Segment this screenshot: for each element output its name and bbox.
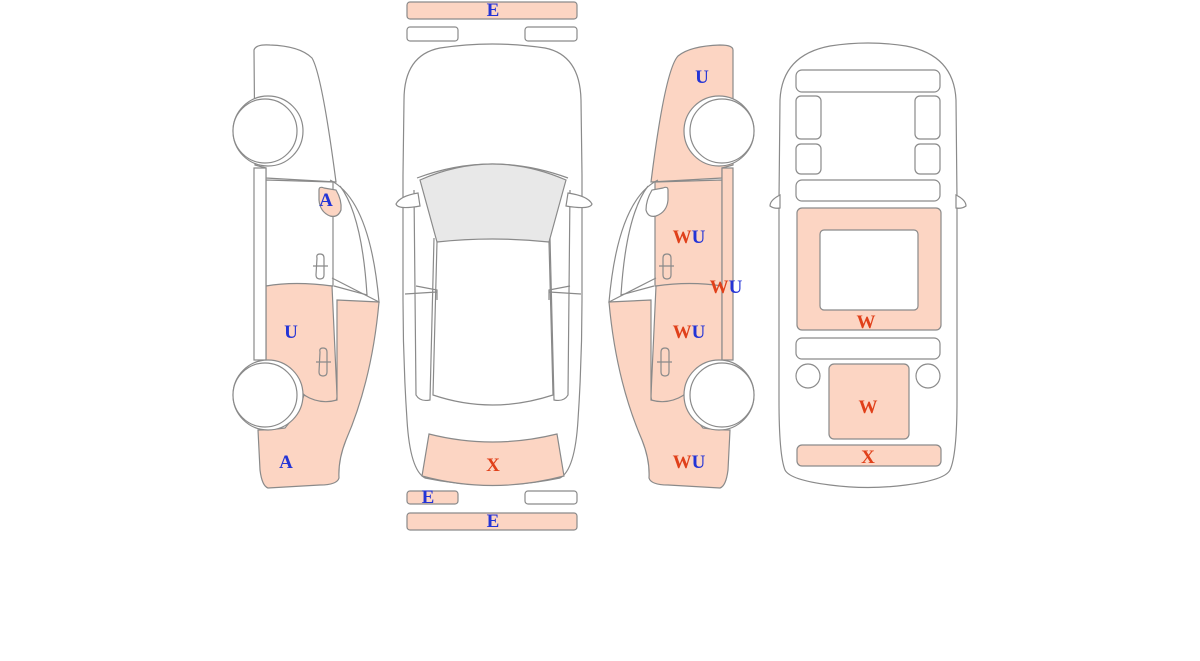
- label-right-rear-quarter: WU: [673, 452, 706, 473]
- damage-code-e: E: [487, 0, 500, 21]
- label-left-rear-quarter: A: [279, 452, 293, 473]
- label-right-front-fender: U: [695, 67, 709, 88]
- damage-code-w: W: [710, 277, 729, 298]
- damage-code-u: U: [729, 277, 743, 298]
- damage-code-e: E: [487, 511, 500, 532]
- left-mirror-top: [395, 192, 421, 209]
- label-left-mirror: A: [319, 190, 333, 211]
- damage-labels: E A U A X E E U WU WU WU WU W W X: [279, 0, 877, 532]
- label-front-bumper-top: E: [487, 0, 500, 21]
- rear-right-speaker: [915, 363, 941, 389]
- left-window-frame: [329, 179, 380, 304]
- damage-code-x: X: [486, 455, 500, 476]
- damage-code-u: U: [695, 67, 709, 88]
- label-right-front-door: WU: [673, 227, 706, 248]
- label-left-rear-door: U: [284, 322, 298, 343]
- right-side-view: [608, 44, 755, 489]
- label-rear-light-left: E: [422, 487, 435, 508]
- trunk-lid: [421, 433, 565, 487]
- right-window-frame: [608, 179, 659, 304]
- label-interior-rear-seat: W: [859, 397, 878, 418]
- left-sill: [253, 167, 267, 361]
- right-mirror-shape: [645, 186, 669, 217]
- left-rear-wheel: [232, 362, 298, 428]
- rear-seat: [828, 363, 910, 440]
- right-side-strip: [549, 189, 571, 402]
- right-mirror-top: [565, 192, 593, 209]
- rear-left-speaker: [795, 363, 821, 389]
- interior-view: [769, 42, 967, 489]
- front-light-right: [524, 26, 578, 42]
- front-right-seat: [914, 95, 941, 140]
- windshield: [419, 163, 567, 243]
- left-rear-handle: [316, 347, 331, 377]
- label-interior-center: W: [857, 312, 876, 333]
- label-right-b-pillar: WU: [710, 277, 743, 298]
- roof: [432, 241, 554, 406]
- cargo-area: [796, 444, 942, 467]
- left-front-wheel: [232, 98, 298, 164]
- interior-divider: [795, 179, 941, 202]
- rear-light-left-shape: [406, 490, 459, 505]
- damage-code-w: W: [857, 312, 876, 333]
- right-sill: [721, 167, 734, 361]
- front-left-seat: [795, 95, 822, 140]
- damage-code-a: A: [279, 452, 293, 473]
- damage-code-u: U: [284, 322, 298, 343]
- left-pillar-top: [404, 285, 438, 300]
- rear-seat-back: [795, 337, 941, 360]
- left-side-strip: [413, 189, 435, 402]
- damage-code-w: W: [673, 452, 692, 473]
- label-interior-cargo: X: [861, 447, 875, 468]
- top-view: [395, 1, 593, 531]
- label-right-rear-door: WU: [673, 322, 706, 343]
- front-light-left: [406, 26, 459, 42]
- interior-right-mirror: [955, 194, 967, 209]
- right-rear-glass: [620, 185, 655, 296]
- damage-code-a: A: [319, 190, 333, 211]
- right-pillar-top: [548, 285, 582, 300]
- right-front-wheel: [689, 98, 755, 164]
- damage-code-u: U: [692, 452, 706, 473]
- damage-code-w: W: [673, 227, 692, 248]
- left-rear-glass: [333, 185, 368, 296]
- damage-code-u: U: [692, 322, 706, 343]
- damage-code-x: X: [861, 447, 875, 468]
- dashboard: [795, 69, 941, 93]
- left-front-handle: [313, 253, 328, 280]
- interior-left-mirror: [769, 194, 781, 209]
- damage-code-u: U: [692, 227, 706, 248]
- label-rear-bumper: E: [487, 511, 500, 532]
- damage-code-e: E: [422, 487, 435, 508]
- front-bumper-strip: [406, 1, 578, 20]
- car-body-outline: [402, 43, 583, 486]
- label-trunk: X: [486, 455, 500, 476]
- damage-code-w: W: [859, 397, 878, 418]
- interior-console: [819, 229, 919, 311]
- right-rear-wheel: [689, 362, 755, 428]
- damage-code-w: W: [673, 322, 692, 343]
- right-rear-handle: [657, 347, 672, 377]
- rear-bumper-strip: [406, 512, 578, 531]
- left-side-view: [232, 44, 380, 489]
- left-mirror-shape: [318, 186, 342, 217]
- rear-light-right-shape: [524, 490, 578, 505]
- front-left-cushion: [795, 143, 822, 175]
- front-right-cushion: [914, 143, 941, 175]
- right-front-handle: [659, 253, 674, 280]
